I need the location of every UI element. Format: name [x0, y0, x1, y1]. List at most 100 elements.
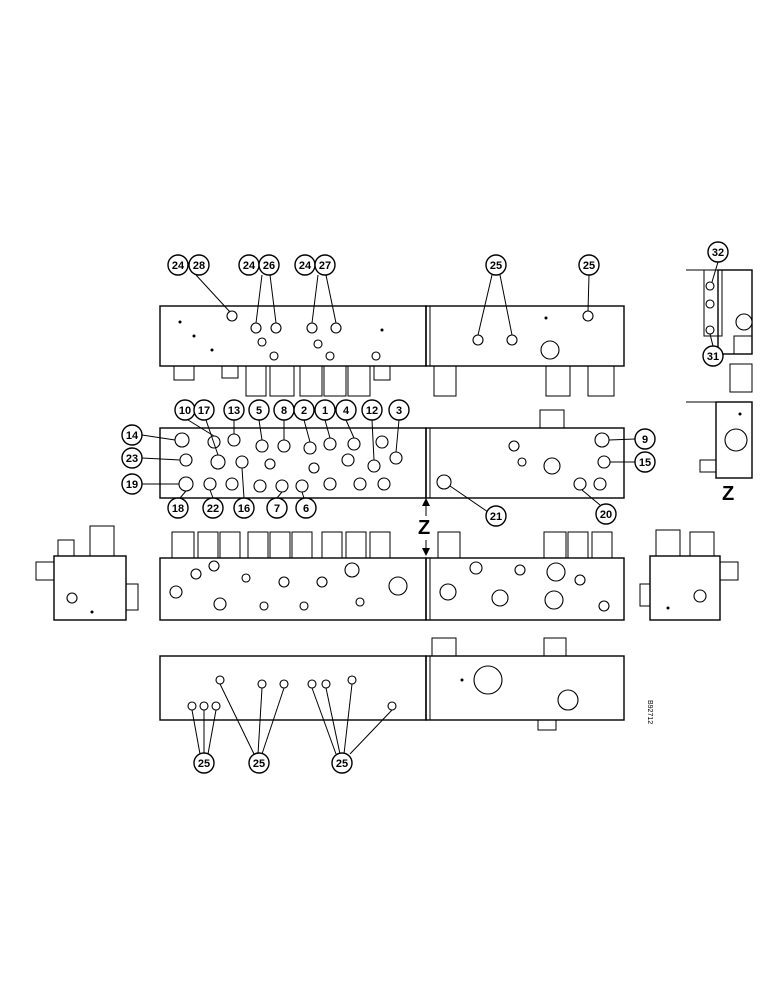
left-end-view: [35, 525, 139, 621]
callout-label: 24: [172, 260, 185, 272]
callout-label: 25: [583, 260, 595, 272]
detail-z: Z: [686, 261, 753, 505]
callout-5: 5: [248, 399, 270, 421]
callout-31: 31: [702, 345, 724, 367]
callout-circle: [248, 752, 270, 774]
top-view: [159, 274, 625, 397]
callout-circle: [167, 254, 189, 276]
callout-24: 24: [238, 254, 260, 276]
side-view: [159, 531, 625, 621]
callout-25: 25: [248, 752, 270, 774]
detail-z-label: Z: [722, 483, 734, 505]
callout-8: 8: [273, 399, 295, 421]
callout-27: 27: [314, 254, 336, 276]
callout-circle: [595, 503, 617, 525]
callout-label: 31: [707, 351, 719, 363]
callout-label: 2: [301, 405, 307, 417]
callout-label: 25: [253, 758, 265, 770]
drawing-code: B92712: [646, 700, 653, 724]
callout-24: 24: [167, 254, 189, 276]
callout-7: 7: [266, 497, 288, 519]
callout-circle: [293, 399, 315, 421]
front-view: [141, 409, 636, 513]
callout-circle: [314, 254, 336, 276]
callout-label: 19: [126, 479, 138, 491]
callout-circle: [202, 497, 224, 519]
callout-1: 1: [314, 399, 336, 421]
callout-14: 14: [121, 424, 143, 446]
callout-circle: [295, 497, 317, 519]
callout-3: 3: [388, 399, 410, 421]
callout-20: 20: [595, 503, 617, 525]
callout-label: 8: [281, 405, 287, 417]
callout-label: 13: [228, 405, 240, 417]
callout-label: 22: [207, 503, 219, 515]
callout-label: 21: [490, 511, 502, 523]
callout-25: 25: [193, 752, 215, 774]
callout-circle: [578, 254, 600, 276]
callout-circle: [266, 497, 288, 519]
callout-22: 22: [202, 497, 224, 519]
callout-26: 26: [258, 254, 280, 276]
callout-24: 24: [294, 254, 316, 276]
callout-21: 21: [485, 505, 507, 527]
callout-32: 32: [707, 241, 729, 263]
section-arrow-z: Z: [418, 498, 430, 556]
callout-label: 14: [126, 430, 139, 442]
callout-circle: [485, 505, 507, 527]
callout-circle: [634, 428, 656, 450]
callout-circle: [248, 399, 270, 421]
callout-circle: [223, 399, 245, 421]
callout-label: 23: [126, 453, 138, 465]
callout-circle: [121, 424, 143, 446]
callout-label: 12: [366, 405, 378, 417]
callout-2: 2: [293, 399, 315, 421]
callout-label: 26: [263, 260, 275, 272]
top-view-ports: [178, 310, 594, 361]
callout-circle: [233, 497, 255, 519]
callout-label: 15: [639, 457, 651, 469]
callout-circle: [193, 752, 215, 774]
bottom-view: [159, 637, 625, 755]
top-view-solenoids: [173, 365, 615, 397]
callout-circle: [188, 254, 210, 276]
callout-label: 25: [336, 758, 348, 770]
callout-circle: [634, 451, 656, 473]
callout-circle: [121, 473, 143, 495]
callout-25: 25: [578, 254, 600, 276]
callout-circle: [193, 399, 215, 421]
callout-25: 25: [485, 254, 507, 276]
callout-4: 4: [335, 399, 357, 421]
callout-label: 24: [299, 260, 312, 272]
callout-label: 9: [642, 434, 648, 446]
callout-label: 7: [274, 503, 280, 515]
callout-label: 1: [322, 405, 328, 417]
callout-label: 3: [396, 405, 402, 417]
callout-label: 32: [712, 247, 724, 259]
callout-25: 25: [331, 752, 353, 774]
callout-label: 25: [490, 260, 502, 272]
callout-23: 23: [121, 447, 143, 469]
callout-18: 18: [167, 497, 189, 519]
callout-circle: [314, 399, 336, 421]
callout-6: 6: [295, 497, 317, 519]
callout-circle: [388, 399, 410, 421]
callout-12: 12: [361, 399, 383, 421]
callout-circle: [167, 497, 189, 519]
callout-label: 5: [256, 405, 262, 417]
callout-label: 24: [243, 260, 256, 272]
callout-label: 18: [172, 503, 184, 515]
callout-label: 4: [343, 405, 350, 417]
callout-label: 10: [179, 405, 191, 417]
callout-28: 28: [188, 254, 210, 276]
callout-circle: [702, 345, 724, 367]
callout-label: 6: [303, 503, 309, 515]
callout-circle: [121, 447, 143, 469]
side-view-solenoids: [171, 531, 613, 559]
callout-label: 16: [238, 503, 250, 515]
callout-16: 16: [233, 497, 255, 519]
callout-circle: [335, 399, 357, 421]
section-arrow-label: Z: [418, 517, 430, 539]
